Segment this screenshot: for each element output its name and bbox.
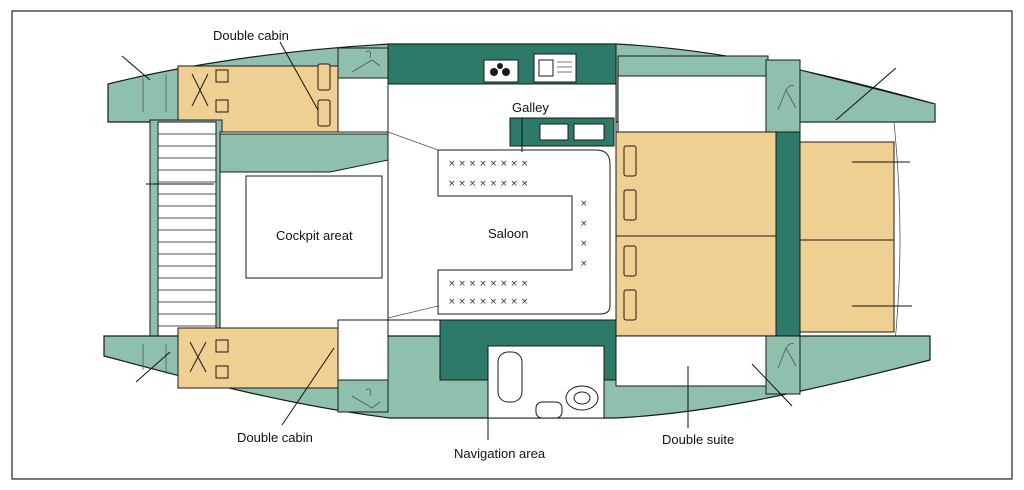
- leader-lines: [121, 41, 912, 440]
- label-double-cabin-top: Double cabin: [213, 28, 289, 43]
- sink-icon: [539, 123, 569, 141]
- bottom-left-wardrobe: [337, 379, 389, 413]
- bottom-right-corridor: [615, 335, 767, 387]
- top-left-wc: [337, 77, 389, 133]
- label-double-suite: Double suite: [662, 432, 734, 447]
- svg-text:×: ×: [580, 239, 588, 249]
- shower-icon: [497, 351, 523, 403]
- oven-icon: [533, 53, 577, 83]
- sofa-cushion-marks: × × × × × × × × × × × × × × × × × × × × × ×…: [448, 159, 588, 307]
- basin-icon: [535, 401, 563, 419]
- svg-text:× × × × × × × ×: × × × × × × × ×: [448, 159, 528, 169]
- bottom-left-cabin: [177, 327, 339, 389]
- step-lines: [158, 133, 216, 327]
- cockpit-bench-top: [219, 133, 389, 173]
- top-right-bow: [799, 69, 936, 123]
- double-suite-bed-top: [615, 131, 777, 237]
- svg-text:×: ×: [580, 259, 588, 269]
- label-navigation: Navigation area: [454, 446, 546, 461]
- label-saloon: Saloon: [488, 226, 528, 241]
- svg-text:× × × × × × × ×: × × × × × × × ×: [448, 279, 528, 289]
- label-cockpit: Cockpit areat: [276, 228, 353, 243]
- svg-text:× × × × × × × ×: × × × × × × × ×: [448, 297, 528, 307]
- label-double-cabin-bottom: Double cabin: [237, 430, 313, 445]
- hanger-icon-2: [777, 85, 797, 111]
- forward-bed-bottom: [799, 239, 895, 333]
- bow-edge: [893, 121, 901, 353]
- double-suite-bed-bottom: [615, 235, 777, 337]
- svg-text:×: ×: [580, 199, 588, 209]
- cabin-x-icons: [189, 69, 229, 379]
- hanger-icon-3: [351, 388, 381, 409]
- bottom-right-wardrobe: [765, 335, 801, 395]
- hanger-icon: [351, 50, 381, 73]
- label-galley: Galley: [512, 100, 549, 115]
- svg-text:×: ×: [580, 219, 588, 229]
- forward-bed-top: [799, 141, 895, 241]
- svg-text:× × × × × × × ×: × × × × × × × ×: [448, 179, 528, 189]
- saloon-sofa: [437, 149, 611, 315]
- suite-divider: [775, 131, 801, 337]
- cockpit-table: [245, 175, 383, 279]
- top-left-wardrobe: [337, 47, 389, 79]
- hanger-icon-4: [777, 343, 797, 369]
- top-right-storage: [617, 55, 769, 77]
- bottom-left-wc: [337, 319, 389, 381]
- stove-icon: [483, 59, 519, 83]
- top-right-corridor: [617, 75, 769, 133]
- toilet-icon: [565, 385, 599, 411]
